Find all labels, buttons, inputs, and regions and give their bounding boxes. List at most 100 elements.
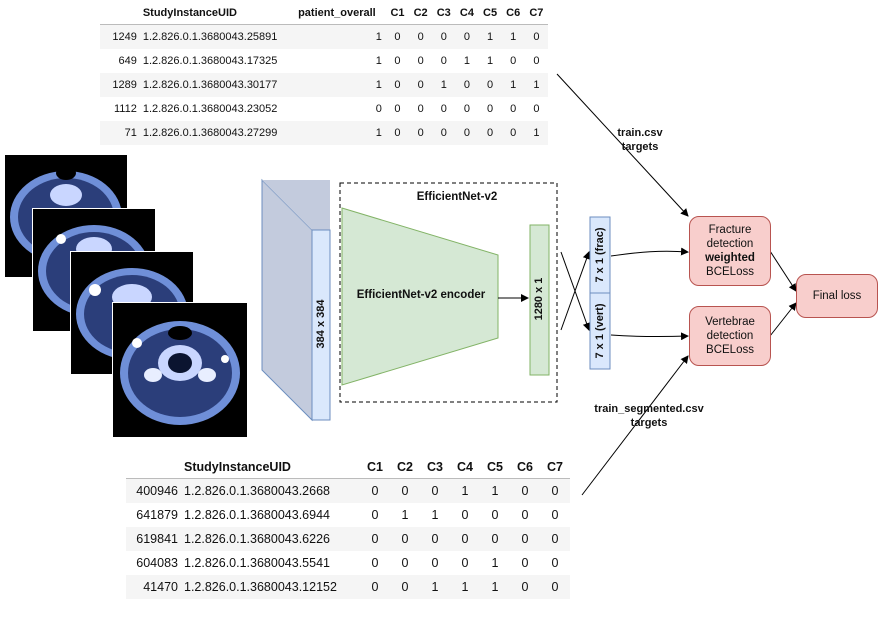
table-cell: 1 — [501, 24, 525, 49]
table-cell: 0 — [455, 121, 479, 145]
table-cell: 0 — [432, 24, 456, 49]
column-header: C2 — [413, 7, 428, 19]
table-cell: 1 — [480, 478, 510, 503]
table-cell: 0 — [510, 55, 517, 67]
vert-output-bar — [589, 292, 611, 370]
column-header: C1 — [390, 7, 405, 19]
table-cell: 1 — [287, 121, 386, 145]
table-cell: 1 — [480, 575, 510, 599]
row-index-cell: 649 — [118, 55, 137, 67]
row-index-cell: 604083 — [136, 556, 178, 570]
column-header: StudyInstanceUID — [142, 7, 237, 19]
vert-output-label: 7 x 1 (vert) — [594, 303, 606, 359]
column-header: C4 — [459, 7, 474, 19]
encoder-shape — [341, 207, 499, 386]
table-cell: 0 — [432, 121, 456, 145]
table-cell: 0 — [375, 103, 382, 115]
table-cell: 0 — [394, 55, 401, 67]
column-header: C7 — [529, 7, 544, 19]
row-index-cell: 1249 — [100, 24, 137, 49]
table-cell: 0 — [480, 527, 510, 551]
table-cell: 1.2.826.0.1.3680043.25891 — [136, 24, 288, 49]
feature-size-label: 1280 x 1 — [533, 277, 545, 321]
column-header: C3 — [436, 7, 451, 19]
table-cell: 0 — [360, 575, 390, 599]
table-cell: 1 — [287, 24, 386, 49]
table-cell: 0 — [551, 508, 559, 522]
table-cell: 1 — [463, 55, 470, 67]
table-cell: 0 — [385, 121, 410, 145]
table-cell: 0 — [510, 575, 540, 599]
table-cell: 0 — [394, 103, 401, 115]
table-cell: 0 — [461, 556, 469, 570]
table-cell: 1 — [432, 73, 456, 97]
row-index-cell: 1289 — [100, 73, 137, 97]
table-cell: 1 — [431, 508, 439, 522]
table-cell: 0 — [440, 103, 447, 115]
feature-vector-bar — [529, 224, 550, 376]
column-header: C5 — [483, 7, 498, 19]
input-size-label: 384 x 384 — [315, 299, 327, 349]
table-cell: 0 — [461, 508, 469, 522]
table-cell: 0 — [540, 575, 570, 599]
table-cell: 0 — [540, 527, 570, 551]
table-cell: 0 — [533, 55, 540, 67]
column-header: C2 — [397, 460, 413, 474]
table-cell: 1 — [486, 55, 494, 67]
table-cell: 0 — [420, 478, 450, 503]
table-cell: 1.2.826.0.1.3680043.27299 — [136, 121, 288, 145]
table-cell: 0 — [491, 508, 499, 522]
table-cell: 0 — [510, 103, 517, 115]
table-cell: 1.2.826.0.1.3680043.17325 — [142, 55, 278, 67]
column-header: C6 — [517, 460, 533, 474]
network-title: EfficientNet-v2 — [416, 191, 498, 203]
ct-scan-image — [112, 302, 248, 438]
column-header: C1 — [367, 460, 383, 474]
table-cell: 0 — [478, 73, 502, 97]
table-cell: 1 — [478, 24, 502, 49]
table-cell: 1 — [450, 575, 480, 599]
table-cell: 1.2.826.0.1.3680043.23052 — [142, 103, 278, 115]
encoder-label: EfficientNet-v2 encoder — [356, 289, 486, 301]
table-cell: 0 — [390, 575, 420, 599]
table-cell: 0 — [409, 73, 433, 97]
table-cell: 0 — [455, 73, 479, 97]
table-cell: 0 — [417, 55, 424, 67]
table-cell: 0 — [524, 24, 548, 49]
table-cell: 0 — [510, 527, 540, 551]
table-cell: 0 — [360, 478, 390, 503]
row-index-cell: 41470 — [126, 575, 178, 599]
table-cell: 0 — [551, 556, 559, 570]
final-loss-node: Final loss — [796, 274, 878, 318]
table-cell: 0 — [420, 527, 450, 551]
frac-output-label: 7 x 1 (frac) — [594, 227, 606, 283]
table-cell: 1 — [524, 73, 548, 97]
table-cell: 0 — [540, 478, 570, 503]
column-header: C5 — [487, 460, 503, 474]
table-cell: 1.2.826.0.1.3680043.5541 — [184, 556, 330, 570]
table-cell: 0 — [390, 527, 420, 551]
table-cell: 0 — [450, 527, 480, 551]
table-cell: 0 — [521, 508, 529, 522]
column-header: C6 — [506, 7, 521, 19]
row-index-cell: 71 — [100, 121, 137, 145]
efficientnet-container — [339, 182, 558, 403]
table-cell: 0 — [390, 478, 420, 503]
table-cell: 0 — [478, 121, 502, 145]
table-cell: 1.2.826.0.1.3680043.6944 — [184, 508, 330, 522]
row-index-cell: 641879 — [136, 508, 178, 522]
table-cell: 1.2.826.0.1.3680043.2668 — [178, 478, 360, 503]
table-cell: 0 — [401, 556, 409, 570]
table-cell: 1 — [524, 121, 548, 145]
table-cell: 1 — [375, 55, 382, 67]
column-header: StudyInstanceUID — [184, 460, 291, 474]
